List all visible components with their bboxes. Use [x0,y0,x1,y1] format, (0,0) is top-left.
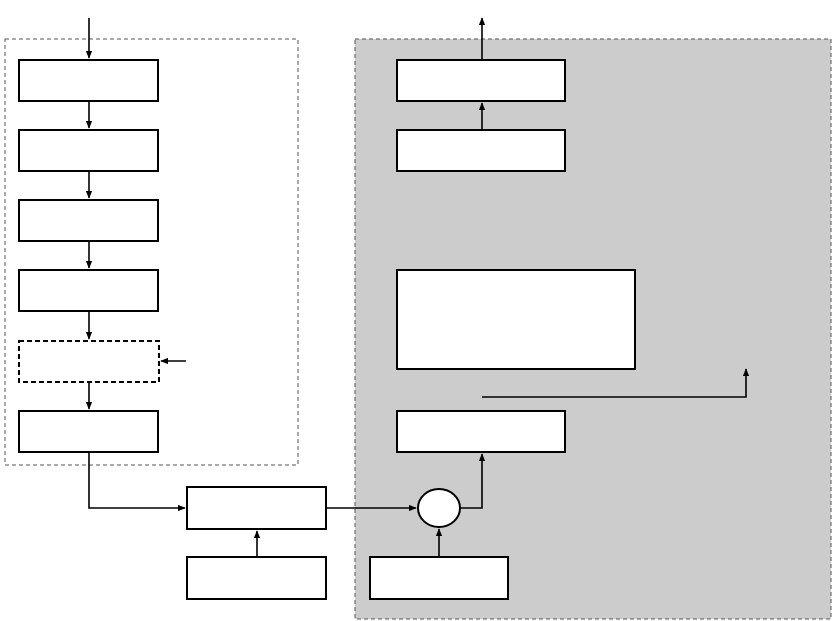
node-l1 [18,59,159,102]
node-m1 [186,486,327,530]
node-m2 [186,556,327,600]
node-l4 [18,269,159,312]
node-r4 [396,410,566,453]
node-l3 [18,199,159,242]
node-l2 [18,129,159,172]
node-b1 [369,556,509,600]
edge-l6-to-m1 [88,453,186,512]
node-junction [417,488,461,528]
edge-branch-to-output-right [482,368,750,398]
node-r3 [396,269,636,370]
node-l6 [18,410,159,453]
node-r2 [396,129,566,172]
node-l5 [18,340,160,383]
node-r1 [396,59,566,102]
edge-junction-to-r4 [460,453,486,509]
region-left-group [4,38,299,466]
